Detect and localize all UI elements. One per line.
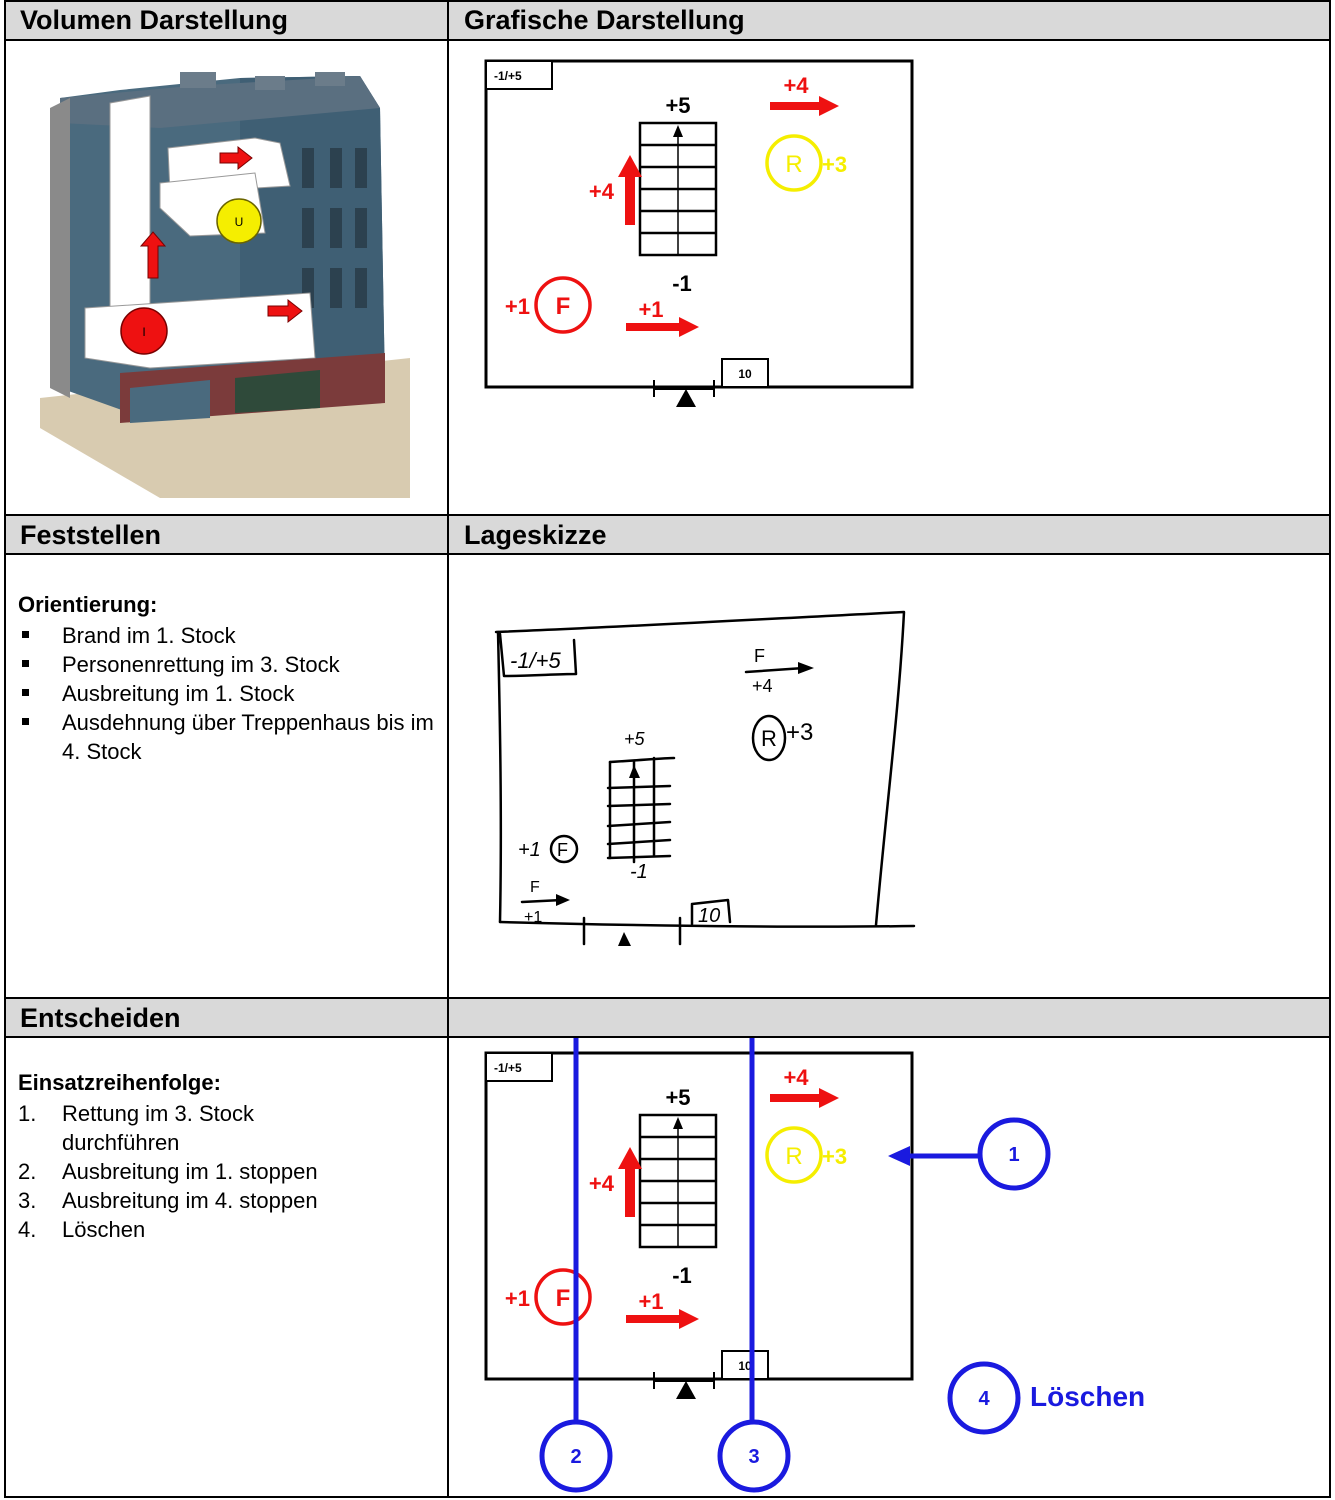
header-lageskizze: Lageskizze [448, 515, 1331, 555]
entscheiden-diagram: -1/+5 +5 -1 +4 +4 R +3 F +1 +1 10 [484, 1051, 914, 1399]
diagram-corner-label: -1/+5 [494, 69, 522, 83]
list-item: Ausbreitung im 1. Stock [18, 679, 438, 708]
arrow-to-r [888, 1146, 910, 1166]
marker-2-label: 2 [570, 1446, 581, 1468]
entscheiden-heading: Einsatzreihenfolge: [18, 1070, 221, 1095]
entrance-triangle [676, 389, 696, 407]
sketch-top-label: +5 [624, 729, 646, 749]
marker-1 [977, 1117, 1051, 1191]
sketch-f2-label: F [530, 879, 540, 896]
diagram-arrow-bottom-label: +1 [638, 1289, 663, 1314]
diagram-arrow-right-top-label: +4 [783, 1065, 809, 1090]
list-item: Personenrettung im 3. Stock [18, 650, 438, 679]
diagram-number-box: 10 [738, 367, 752, 381]
sketch-number-box: 10 [698, 905, 720, 927]
diagram-arrow-bottom-label: +1 [638, 297, 663, 322]
list-item: Ausdehnung über Treppenhaus bis im 4. St… [18, 708, 438, 766]
arrow-right-top [770, 96, 839, 116]
circle-i-label: I [142, 325, 145, 339]
sketch-f2-level: +1 [524, 909, 542, 926]
marker-2 [539, 1419, 613, 1493]
circle-u-label: U [235, 215, 244, 229]
diagram-r-level: +3 [822, 1144, 847, 1169]
list-item: 3.Ausbreitung im 4. stoppen [18, 1188, 318, 1213]
diagram-arrow-right-top-label: +4 [783, 73, 809, 98]
diagram-top-label: +5 [665, 93, 690, 118]
arrow-up [618, 155, 642, 225]
list-item: 2.Ausbreitung im 1. stoppen [18, 1159, 318, 1184]
grafische-diagram: -1/+5 +5 -1 +4 +4 R +3 F +1 +1 1 [484, 59, 914, 407]
marker-4 [947, 1361, 1021, 1435]
diagram-arrow-up-label: +4 [589, 1171, 615, 1196]
sketch-corner-label: -1/+5 [510, 648, 562, 673]
diagram-f-symbol: F [556, 293, 571, 320]
r-circle [765, 134, 823, 192]
blue-annotations: 1 2 3 4 Löschen [539, 1038, 1145, 1493]
marker-1-label: 1 [1008, 1144, 1019, 1166]
diagram-r-symbol: R [785, 151, 802, 178]
diagram-r-symbol: R [785, 1143, 802, 1170]
header-volumen: Volumen Darstellung [4, 0, 448, 40]
feststellen-list: Brand im 1. Stock Personenrettung im 3. … [18, 621, 438, 766]
marker-3 [717, 1419, 791, 1493]
entscheiden-list: 1.Rettung im 3. Stock durchführen 2.Ausb… [18, 1099, 438, 1244]
list-item: Brand im 1. Stock [18, 621, 438, 650]
diagram-arrow-up-label: +4 [589, 179, 615, 204]
staircase [638, 121, 718, 257]
circle-i [120, 307, 168, 355]
diagram-bottom-label: -1 [672, 1263, 692, 1288]
circle-u [216, 198, 262, 244]
header-feststellen: Feststellen [4, 515, 448, 555]
building-illustration: U I [40, 72, 410, 498]
sketch-f-level: +1 [518, 839, 541, 861]
diagram-f-symbol: F [556, 1285, 571, 1312]
loeschen-label: Löschen [1030, 1381, 1145, 1412]
marker-4-label: 4 [978, 1388, 990, 1410]
f-circle [534, 276, 592, 334]
diagram-f-level: +1 [505, 294, 530, 319]
feststellen-heading: Orientierung: [18, 592, 158, 617]
document-table: Volumen Darstellung Grafische Darstellun… [4, 0, 1331, 1498]
diagram-bottom-label: -1 [672, 271, 692, 296]
diagram-f-level: +1 [505, 1286, 530, 1311]
arrow-right-bottom [626, 317, 699, 337]
list-item: 1.Rettung im 3. Stock durchführen [18, 1101, 254, 1155]
list-item: 4.Löschen [18, 1217, 146, 1242]
diagram-number-box: 10 [738, 1359, 752, 1373]
header-empty [448, 998, 1331, 1038]
diagram-top-label: +5 [665, 1085, 690, 1110]
diagram-r-level: +3 [822, 152, 847, 177]
sketch-f-symbol: F [557, 840, 568, 860]
header-entscheiden: Entscheiden [4, 998, 448, 1038]
sketch-f1-label: F [754, 646, 765, 666]
entscheiden-content: Einsatzreihenfolge: 1.Rettung im 3. Stoc… [18, 1068, 438, 1244]
lageskizze-sketch: -1/+5 +5 -1 F +4 R +3 +1 F F +1 10 [494, 610, 916, 946]
header-grafisch: Grafische Darstellung [448, 0, 1331, 40]
feststellen-content: Orientierung: Brand im 1. Stock Personen… [18, 590, 438, 766]
diagram-corner-label: -1/+5 [494, 1061, 522, 1075]
sketch-f1-level: +4 [752, 676, 773, 696]
marker-3-label: 3 [748, 1446, 759, 1468]
sketch-r-symbol: R [761, 726, 777, 751]
sketch-bottom-label: -1 [630, 861, 648, 883]
sketch-r-level: +3 [786, 719, 813, 746]
